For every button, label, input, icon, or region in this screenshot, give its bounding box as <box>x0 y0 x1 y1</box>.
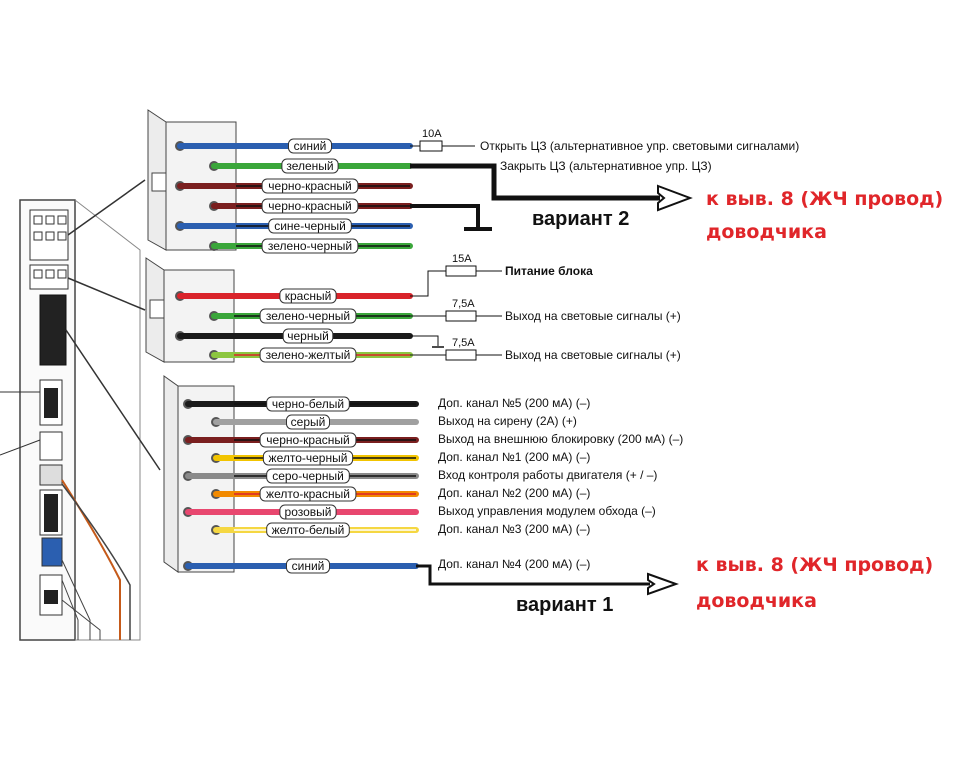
block3-wire-label-box-0 <box>266 396 350 412</box>
desc-aux-channel-1: Доп. канал №1 (200 мА) (–) <box>438 450 590 464</box>
block1-wire-label-1: зеленый <box>286 159 333 173</box>
fuse-15a-label: 15A <box>452 253 472 265</box>
desc-aux-channel-2: Доп. канал №2 (200 мА) (–) <box>438 486 590 500</box>
desc-close-cz: Закрыть ЦЗ (альтернативное упр. ЦЗ) <box>500 159 712 173</box>
block3-wire-label-8: синий <box>292 559 325 573</box>
block3-wire-label-0: черно-белый <box>272 397 344 411</box>
desc-engine-input: Вход контроля работы двигателя (+ / –) <box>438 468 657 482</box>
block1-wire-label-2: черно-красный <box>268 179 351 193</box>
desc-power-supply: Питание блока <box>505 264 593 278</box>
block3-wire-label-4: серо-черный <box>272 469 344 483</box>
block1-wire-label-box-1 <box>281 158 339 174</box>
connector-block-2 <box>145 257 235 363</box>
block3-wire-label-box-4 <box>266 468 350 484</box>
routing-lines <box>410 140 693 596</box>
fuse-10a-label: 10A <box>422 128 442 140</box>
block3-wire-label-box-6 <box>279 504 337 520</box>
desc-aux-channel-5: Доп. канал №5 (200 мА) (–) <box>438 396 590 410</box>
block1-wire-label-5: зелено-черный <box>268 239 352 253</box>
desc-light-output-2: Выход на световые сигналы (+) <box>505 348 681 362</box>
block2-wire-label-2: черный <box>287 329 329 343</box>
block2-wire-label-box-0 <box>279 288 337 304</box>
block2-wire-label-0: красный <box>285 289 332 303</box>
desc-bypass-module: Выход управления модулем обхода (–) <box>438 504 656 518</box>
block1-wire-label-0: синий <box>294 139 327 153</box>
block1-wire-label-box-3 <box>261 198 359 214</box>
block3-wire-label-5: желто-красный <box>266 487 350 501</box>
block2-wire-label-box-2 <box>282 328 334 344</box>
desc-aux-channel-4: Доп. канал №4 (200 мА) (–) <box>438 557 590 571</box>
block3-wire-label-box-3 <box>262 450 354 466</box>
desc-open-cz: Открыть ЦЗ (альтернативное упр. световым… <box>480 139 799 153</box>
block3-wire-label-box-7 <box>266 522 350 538</box>
block3-wire-label-1: серый <box>291 415 326 429</box>
variant-2-label: вариант 2 <box>532 208 629 230</box>
variant-1-label: вариант 1 <box>516 594 613 616</box>
alarm-main-unit <box>0 179 161 641</box>
block3-wire-label-box-8 <box>286 558 330 574</box>
block1-wire-label-4: сине-черный <box>274 219 346 233</box>
note-top-line2: доводчика <box>706 221 827 243</box>
block1-wire-label-box-5 <box>261 238 359 254</box>
block3-wire-label-2: черно-красный <box>266 433 349 447</box>
block3-wire-label-box-5 <box>259 486 357 502</box>
note-bottom-line1: к выв. 8 (ЖЧ провод) <box>696 554 933 576</box>
block3-wire-label-6: розовый <box>285 505 332 519</box>
block1-wire-label-box-0 <box>288 138 332 154</box>
block1-wire-label-box-2 <box>261 178 359 194</box>
fuse-7-5a-label-2: 7,5A <box>452 337 475 349</box>
block1-wire-label-box-4 <box>268 218 352 234</box>
block2-wire-label-1: зелено-черный <box>266 309 350 323</box>
block3-wire-label-box-2 <box>259 432 357 448</box>
wires-layer: синий зеленый черно-красный черно-красный си… <box>175 138 419 574</box>
block2-wire-label-3: зелено-желтый <box>266 348 351 362</box>
block3-wire-label-box-1 <box>286 414 330 430</box>
block3-wire-label-3: желто-черный <box>269 451 348 465</box>
block2-wire-label-box-3 <box>259 347 357 363</box>
note-bottom-line2: доводчика <box>696 590 817 612</box>
fuse-7-5a-label-1: 7,5A <box>452 298 475 310</box>
block3-wire-label-7: желто-белый <box>272 523 345 537</box>
block1-wire-label-3: черно-красный <box>268 199 351 213</box>
desc-external-lock: Выход на внешнюю блокировку (200 мА) (–) <box>438 432 683 446</box>
desc-aux-channel-3: Доп. канал №3 (200 мА) (–) <box>438 522 590 536</box>
block2-wire-label-box-1 <box>259 308 357 324</box>
desc-siren-output: Выход на сирену (2А) (+) <box>438 414 577 428</box>
desc-light-output-1: Выход на световые сигналы (+) <box>505 309 681 323</box>
note-top-line1: к выв. 8 (ЖЧ провод) <box>706 188 943 210</box>
